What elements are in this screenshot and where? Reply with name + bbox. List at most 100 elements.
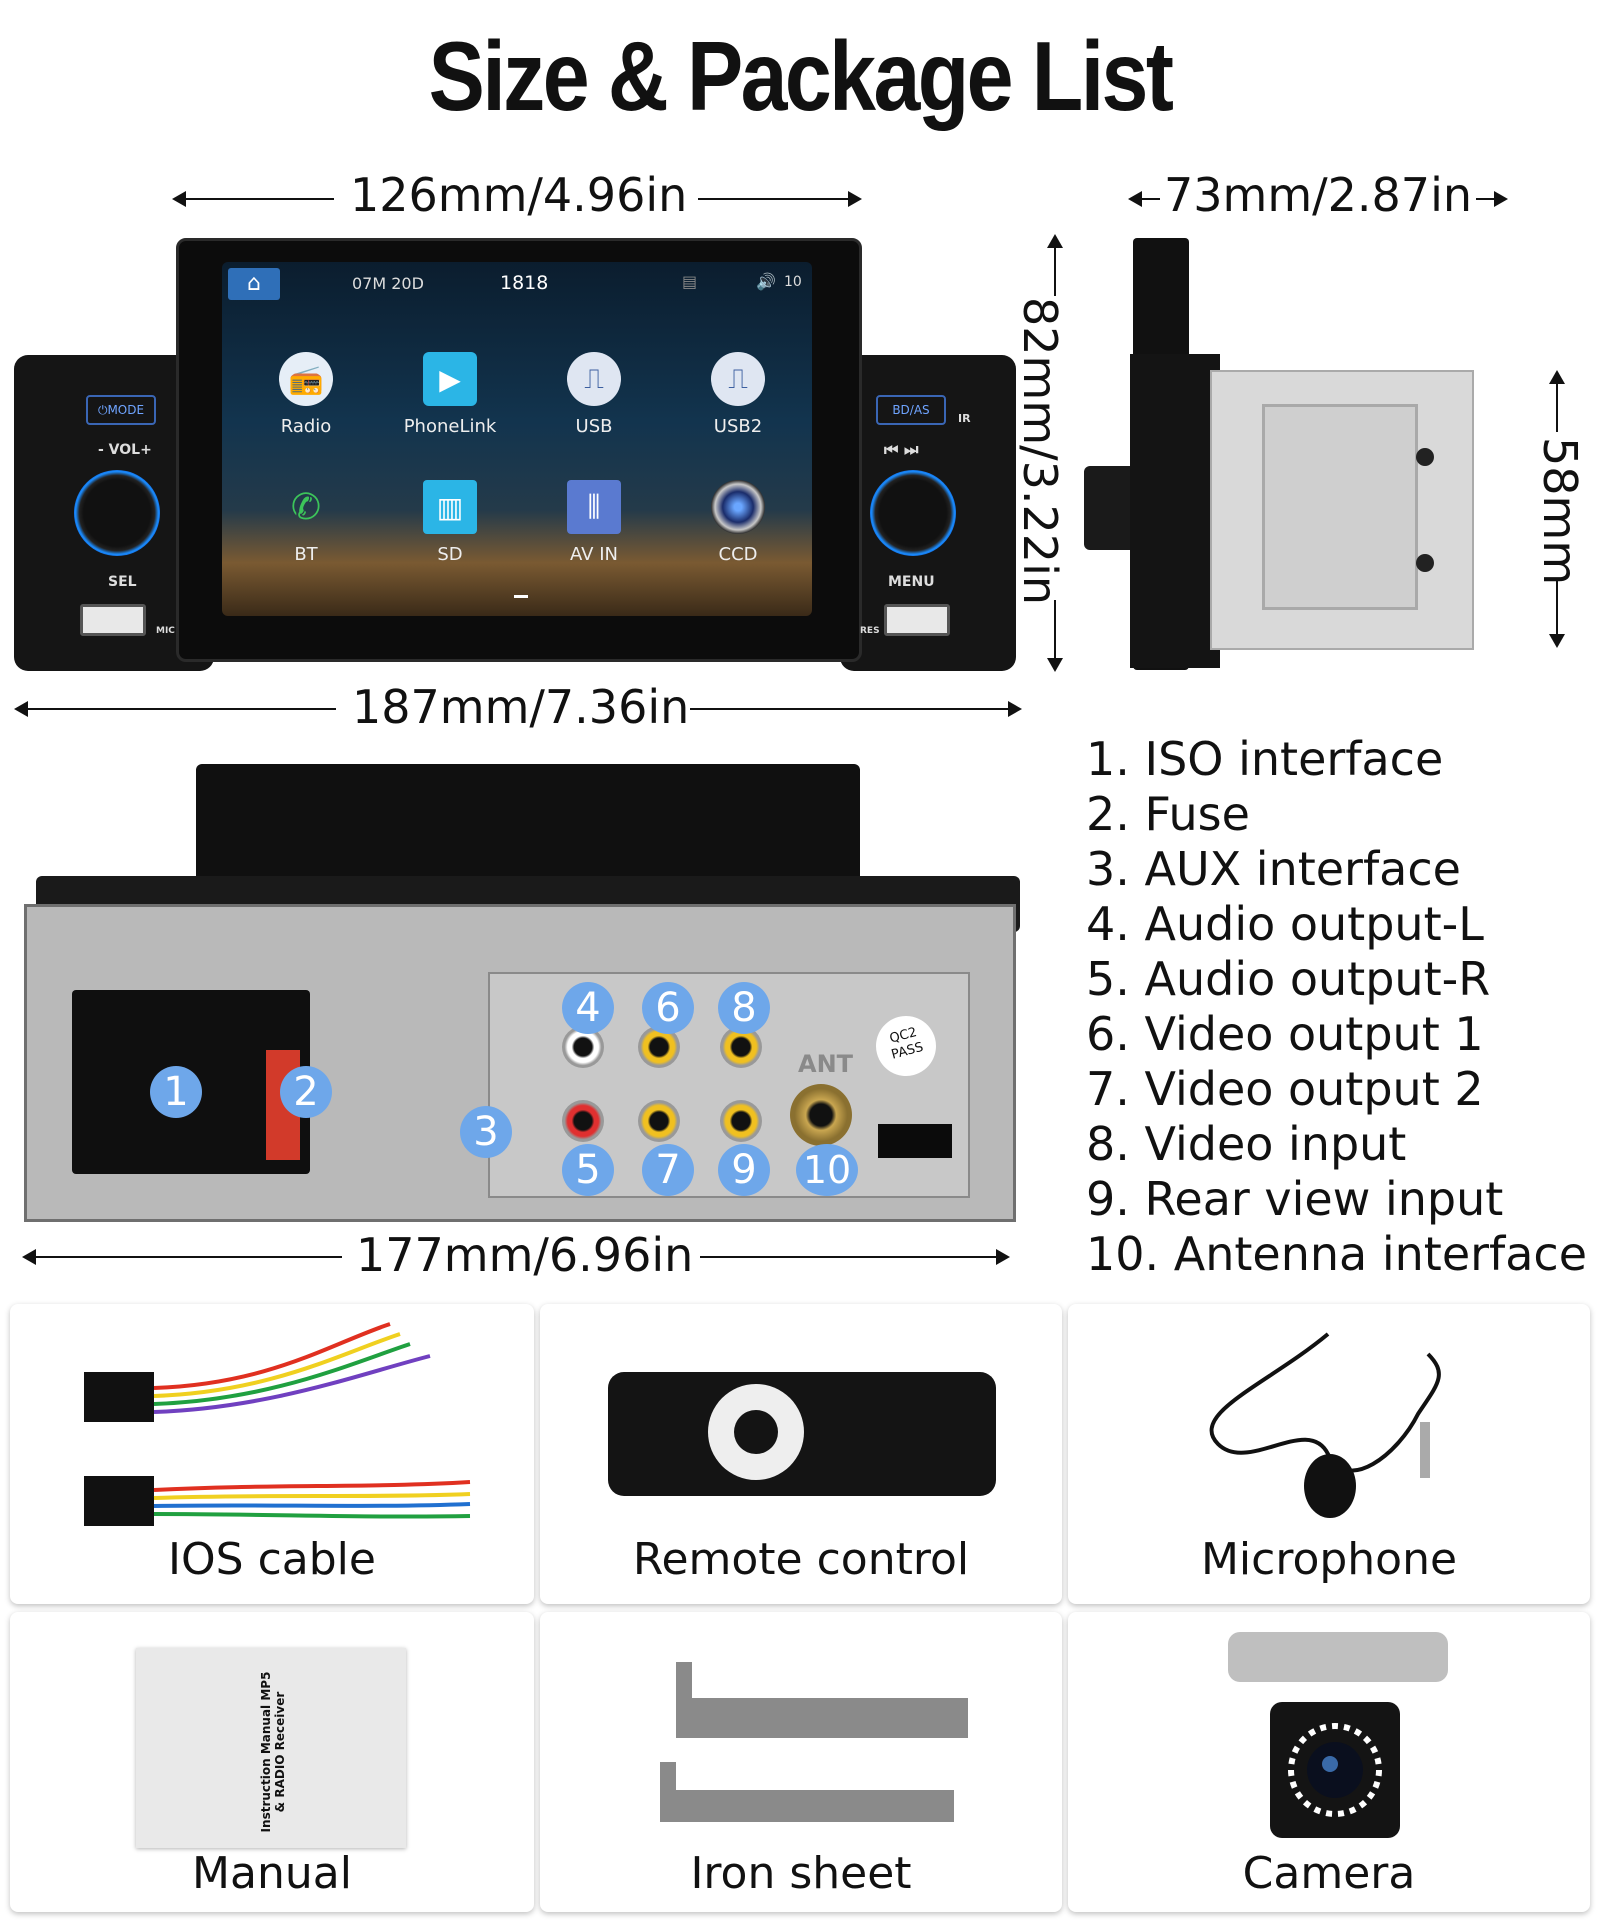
phone-icon: ✆ [290,486,322,528]
side-view-chassis-panel [1262,404,1418,610]
interface-item-2: 2. Fuse [1086,787,1250,841]
badge-5: 5 [562,1144,614,1196]
bdas-button[interactable]: BD/AS [876,395,946,425]
side-view-hole-2 [1416,554,1434,572]
usb-port-right [884,604,950,636]
interface-item-10: 10. Antenna interface [1086,1227,1588,1281]
app-phonelink-label: PhoneLink [403,416,497,437]
package-card-iron-sheet: Iron sheet [540,1612,1062,1912]
app-ccd-label: CCD [718,544,758,565]
bdas-label: BD/AS [892,403,930,417]
volume-knob[interactable] [74,470,160,556]
app-ccd[interactable]: ● CCD [678,480,798,565]
package-label-microphone: Microphone [1200,1534,1458,1585]
package-label-iron-sheet: Iron sheet [690,1848,912,1899]
rca-video-out-2 [638,1100,680,1142]
front-height-arrow-bottom [1047,600,1063,672]
side-depth-arrow-left [1128,191,1160,207]
badge-3: 3 [460,1106,512,1158]
badge-6: 6 [642,982,694,1034]
manual-cover-text: Instruction Manual MP5 & RADIO Receiver [259,1671,287,1833]
phonelink-icon: ▶ [423,352,477,406]
antenna-socket [790,1084,852,1146]
app-phonelink[interactable]: ▶ PhoneLink [390,352,510,437]
front-height-arrow-top [1047,234,1063,296]
remote-icon [608,1372,996,1496]
cable-harness-icon [84,1322,471,1526]
package-label-camera: Camera [1242,1848,1416,1899]
front-width-label: 126mm/4.96in [350,168,688,222]
vol-label: - VOL+ [98,442,152,458]
page-title: Size & Package List [428,21,1174,131]
front-width-arrow-right [698,191,862,207]
total-width-arrow-right [690,701,1022,717]
badge-8: 8 [718,982,770,1034]
usb2-icon: ⎍ [711,352,765,406]
volume-icon: 🔊 [756,272,776,291]
total-width-arrow-left [14,701,336,717]
screen-date: 07M 20D [352,274,424,293]
rear-width-label: 177mm/6.96in [356,1228,694,1282]
side-depth-arrow-right [1476,191,1508,207]
interface-item-3: 3. AUX interface [1086,842,1461,896]
side-height-arrow-bottom [1549,580,1565,648]
screen-time: 1818 [500,272,549,294]
screen-volume: 10 [784,274,802,290]
mode-button[interactable]: ⏻MODE [86,395,156,425]
app-usb2-label: USB2 [713,416,763,437]
badge-4: 4 [562,982,614,1034]
prev-next-icon[interactable]: ⏮ ⏭ [884,440,919,459]
qc2-label: QC2 PASS [888,1025,926,1063]
side-height-label: 58mm [1533,437,1587,586]
rca-audio-r [562,1100,604,1142]
side-height-arrow-top [1549,370,1565,432]
ant-label: ANT [798,1050,854,1078]
package-card-camera: Camera [1068,1612,1590,1912]
av-in-icon: ⫼ [567,480,621,534]
package-label-ios-cable: IOS cable [168,1534,376,1585]
radio-icon: 📻 [279,352,333,406]
side-view-knob [1084,466,1136,550]
app-av-in[interactable]: ⫼ AV IN [534,480,654,565]
rear-slot [878,1124,952,1158]
front-width-arrow-left [172,191,334,207]
app-usb[interactable]: ⎍ USB [534,352,654,437]
package-card-manual: Instruction Manual MP5 & RADIO Receiver … [10,1612,534,1912]
camera-icon [1228,1632,1448,1838]
app-sd[interactable]: ▥ SD [390,480,510,565]
mode-label: MODE [107,403,145,417]
package-label-manual: Manual [192,1848,352,1899]
menu-label: MENU [888,574,935,590]
usb-icon: ⎍ [567,352,621,406]
side-view-bezel [1130,354,1220,668]
interface-item-7: 7. Video output 2 [1086,1062,1484,1116]
interface-item-9: 9. Rear view input [1086,1172,1504,1226]
rear-width-arrow-right [700,1249,1010,1265]
ir-label: IR [958,412,971,425]
app-radio[interactable]: 📻 Radio [246,352,366,437]
package-card-ios-cable: IOS cable [10,1304,534,1604]
mic-label: MIC [156,626,175,636]
sd-card-icon: ▥ [423,480,477,534]
iron-sheet-icon [660,1662,968,1822]
rear-width-arrow-left [22,1249,342,1265]
side-view-hole-1 [1416,448,1434,466]
camera-lens-icon: ● [711,480,765,534]
front-height-label: 82mm/3.22in [1013,297,1067,606]
badge-9: 9 [718,1144,770,1196]
total-width-label: 187mm/7.36in [352,680,690,734]
badge-1: 1 [150,1066,202,1118]
app-usb-label: USB [575,416,613,437]
badge-7: 7 [642,1144,694,1196]
interface-item-6: 6. Video output 1 [1086,1007,1484,1061]
app-usb2[interactable]: ⎍ USB2 [678,352,798,437]
app-bt[interactable]: ✆ BT [246,480,366,566]
interface-item-5: 5. Audio output-R [1086,952,1491,1006]
usb-port-left [80,604,146,636]
app-av-in-label: AV IN [570,544,618,565]
app-sd-label: SD [437,544,463,565]
interface-item-1: 1. ISO interface [1086,732,1444,786]
home-icon[interactable]: ⌂ [228,268,280,300]
menu-knob[interactable] [870,470,956,556]
rca-rear-view [720,1100,762,1142]
